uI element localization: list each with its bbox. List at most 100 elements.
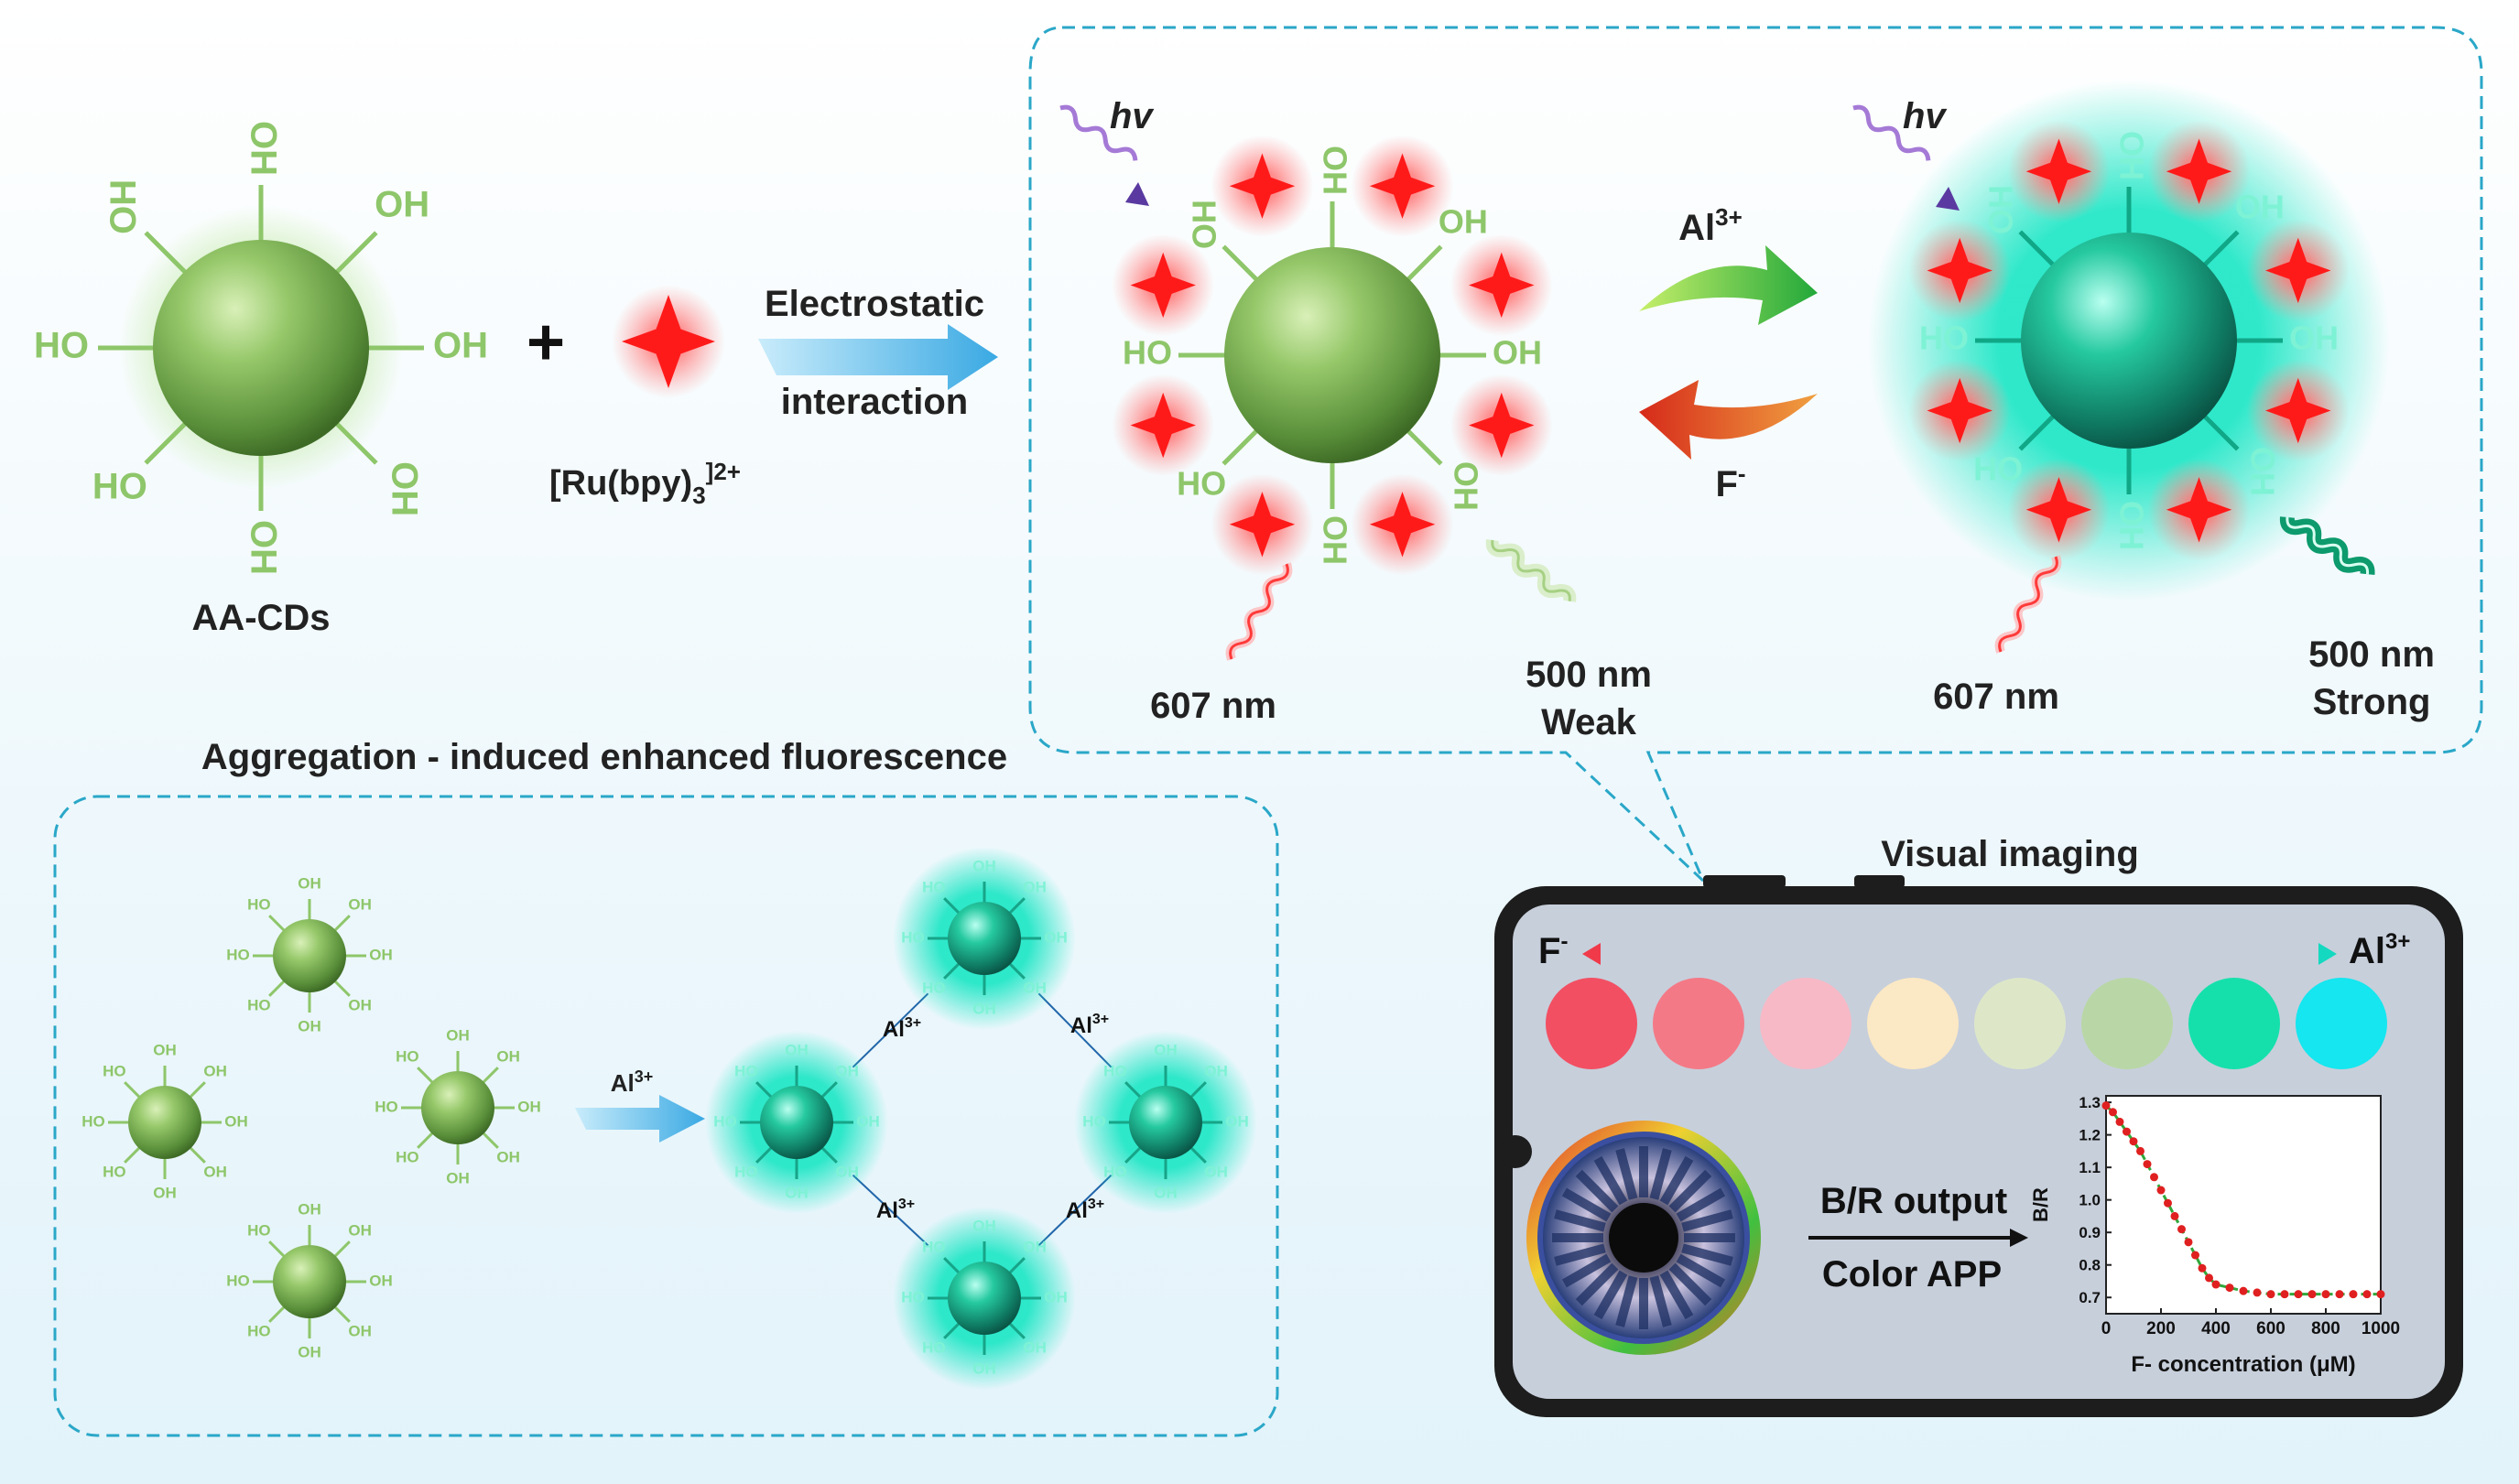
weak-complex-arm [1402, 244, 1443, 286]
chart-data-point [2294, 1290, 2303, 1299]
al-add-label: Al3+ [1678, 203, 1743, 248]
strong-complex-ru-star [2007, 458, 2111, 561]
svg-text:HO: HO [1103, 1164, 1127, 1181]
svg-text:OH: OH [1023, 1238, 1047, 1255]
svg-text:OH: OH [369, 1272, 393, 1289]
emission-green-right [2279, 516, 2375, 576]
svg-text:OH: OH [972, 857, 996, 874]
svg-text:OH: OH [348, 1323, 372, 1340]
svg-text:OH: OH [835, 1164, 859, 1181]
chart-data-point [2170, 1211, 2179, 1220]
svg-text:OH: OH [1023, 878, 1047, 895]
aa-cds-oh-label: HO [34, 326, 89, 366]
chart-data-point [2307, 1290, 2317, 1299]
color-app-label: Color APP [1822, 1254, 2002, 1294]
emission-weak-label: Weak [1541, 702, 1637, 742]
chart-xtick-label: 800 [2311, 1319, 2340, 1338]
chart-ytick-label: 1.3 [2079, 1094, 2101, 1111]
chart-ytick-label: 0.8 [2079, 1257, 2101, 1274]
svg-text:OH: OH [153, 1041, 177, 1058]
aggregation-arrow [575, 1095, 705, 1143]
excitation-light-right [1852, 104, 1960, 211]
svg-text:HO: HO [396, 1149, 419, 1166]
color-wheel [1526, 1121, 1761, 1355]
color-swatch [2081, 978, 2173, 1069]
strong-complex-oh-label: OH [2289, 320, 2339, 357]
strong-complex-oh-label: HO [1973, 450, 2023, 487]
ru-complex-label: [Ru(bpy)3]2+ [549, 458, 741, 509]
chart-ytick-label: 1.1 [2079, 1159, 2101, 1176]
svg-text:OH: OH [369, 946, 393, 963]
chart-data-point [2109, 1108, 2117, 1117]
strong-complex-ru-star [2246, 219, 2350, 322]
svg-text:OH: OH [972, 1000, 996, 1017]
color-arrow-right-head [2318, 943, 2337, 965]
svg-text:OH: OH [972, 1359, 996, 1377]
chart-xtick-label: 400 [2201, 1319, 2231, 1338]
chart-ytick-label: 0.9 [2079, 1224, 2101, 1241]
chart-data-point [2280, 1290, 2289, 1299]
aa-cds-arm [331, 231, 378, 278]
emission-red-left [1225, 562, 1293, 661]
weak-complex-ru-star [1351, 135, 1454, 238]
aa-cds-oh-label: OH [385, 461, 425, 516]
weak-complex-arm [1402, 425, 1443, 466]
strong-complex-oh-label: OH [2112, 501, 2150, 550]
svg-text:OH: OH [298, 1200, 321, 1218]
chart-data-point [2164, 1198, 2172, 1208]
svg-text:OH: OH [446, 1026, 470, 1044]
svg-text:OH: OH [1204, 1164, 1228, 1181]
color-swatch [1760, 978, 1851, 1069]
visual-imaging-title: Visual imaging [1881, 834, 2139, 874]
weak-complex-ru-star [1112, 374, 1215, 477]
svg-text:HO: HO [226, 946, 250, 963]
svg-text:HO: HO [922, 980, 946, 997]
svg-text:OH: OH [785, 1184, 809, 1201]
cd-sphere-weak [1224, 247, 1440, 463]
chart-xtick-label: 1000 [2362, 1319, 2400, 1338]
svg-text:OH: OH [348, 997, 372, 1014]
aggregated-cds: OHOHOHHOHOHOOHOHOHOHOHHOHOHOOHOHOHOHOHHO… [705, 847, 1257, 1390]
chart-ytick-label: 0.7 [2079, 1289, 2101, 1306]
svg-text:HO: HO [901, 1288, 925, 1305]
svg-text:HO: HO [922, 878, 946, 895]
chart-xtick-label: 0 [2101, 1319, 2112, 1338]
output-arrow-head [2010, 1229, 2028, 1247]
f-add-label: F- [1715, 460, 1745, 504]
aa-cds-arm [331, 417, 378, 465]
strong-complex-oh-label: HO [1919, 320, 1969, 357]
weak-complex-ru-star [1450, 233, 1553, 337]
strong-complex-ru-star [2246, 359, 2350, 462]
chart-data-point [2198, 1263, 2207, 1273]
svg-text:HO: HO [922, 1238, 946, 1255]
aggregation-title: Aggregation - induced enhanced fluoresce… [201, 737, 1007, 777]
svg-text:HO: HO [901, 928, 925, 946]
aa-cds-oh-label: OH [243, 121, 283, 176]
svg-text:HO: HO [103, 1062, 126, 1079]
aa-cds-arm [144, 231, 191, 278]
emission-500-right: 500 nm [2308, 634, 2435, 675]
weak-complex-oh-label: OH [1316, 515, 1353, 565]
aa-cds-oh-label: HO [92, 467, 147, 507]
weak-complex-ru-star [1211, 472, 1314, 576]
aa-cds-oh-label: OH [433, 326, 488, 366]
strong-complex-oh-label: HO [1982, 185, 2020, 234]
phone-button-top-1 [1703, 875, 1786, 888]
svg-text:OH: OH [348, 895, 372, 913]
weak-complex-ru-star [1112, 233, 1215, 337]
aa-cds-oh-label: OH [243, 520, 283, 575]
phone-al-label: Al3+ [2349, 929, 2410, 971]
callout-dashed-box [1028, 26, 2483, 883]
svg-text:HO: HO [226, 1272, 250, 1289]
phone-f-label: F- [1538, 929, 1568, 971]
svg-text:OH: OH [496, 1047, 520, 1065]
weak-complex-ru-star [1211, 135, 1314, 238]
bridge-ll-line [852, 1174, 929, 1247]
aa-cds-label: AA-CDs [191, 598, 330, 638]
weak-complex-oh-label: HO [1186, 200, 1223, 249]
